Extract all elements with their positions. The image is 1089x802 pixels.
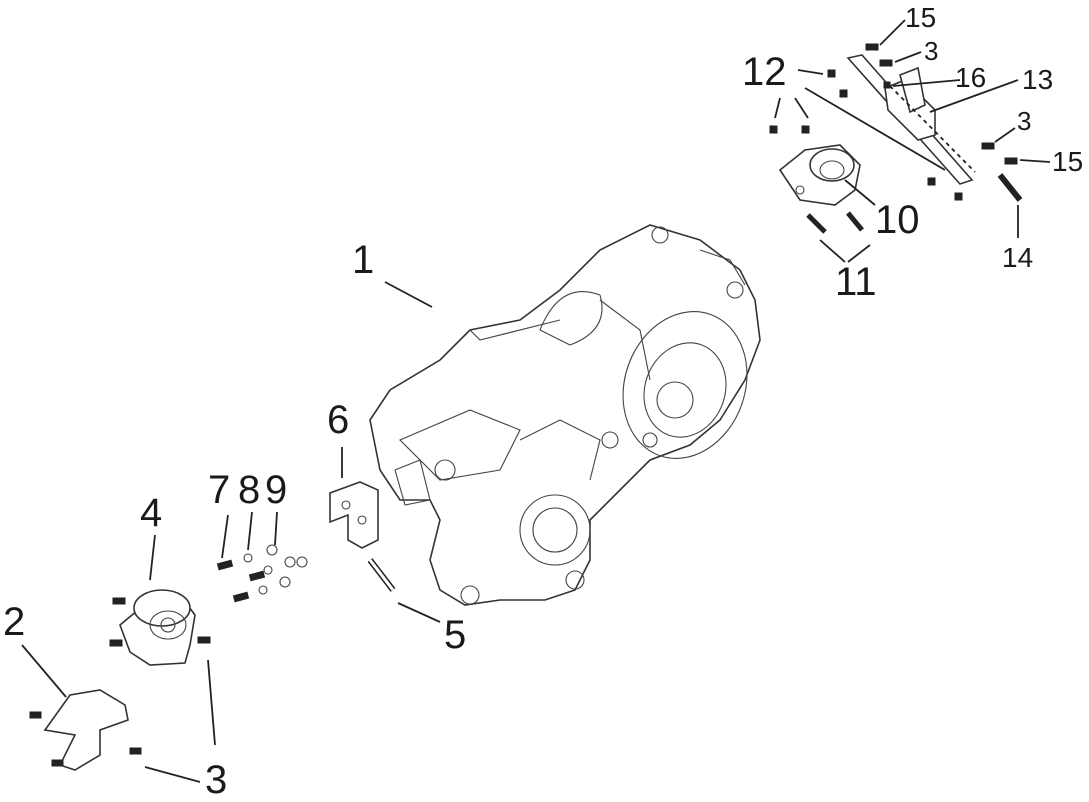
bracket-6 <box>329 481 379 549</box>
callout-13: 13 <box>1022 64 1054 95</box>
callout-3-bottom: 3 <box>205 758 228 802</box>
callout-5: 5 <box>444 613 467 657</box>
callout-10: 10 <box>875 198 920 242</box>
callout-8: 8 <box>238 468 261 512</box>
callout-1: 1 <box>352 238 375 282</box>
bolt-14 <box>997 173 1023 202</box>
callout-12: 12 <box>742 50 787 94</box>
callout-9: 9 <box>265 468 288 512</box>
callout-7: 7 <box>208 468 231 512</box>
bracket-2 <box>29 689 142 771</box>
fasteners-7-8-9 <box>216 544 308 603</box>
mount-10 <box>778 144 861 206</box>
mount-4 <box>109 589 211 666</box>
bolts-11 <box>806 211 864 234</box>
callout-3-right: 3 <box>1017 106 1032 136</box>
callout-3-top: 3 <box>924 36 939 66</box>
callout-15-right: 15 <box>1052 146 1084 177</box>
leader-lines <box>21 19 1051 783</box>
callout-6: 6 <box>327 398 350 442</box>
callout-11: 11 <box>835 260 877 304</box>
bracket-13 <box>846 54 974 185</box>
callout-15-top: 15 <box>905 2 937 33</box>
small-fasteners <box>769 43 1018 201</box>
callout-14: 14 <box>1002 242 1034 273</box>
callout-2: 2 <box>3 600 26 644</box>
gearbox-housing <box>369 224 761 606</box>
bolt-5 <box>367 558 396 592</box>
callout-16: 16 <box>955 62 987 93</box>
callout-4: 4 <box>140 491 163 535</box>
